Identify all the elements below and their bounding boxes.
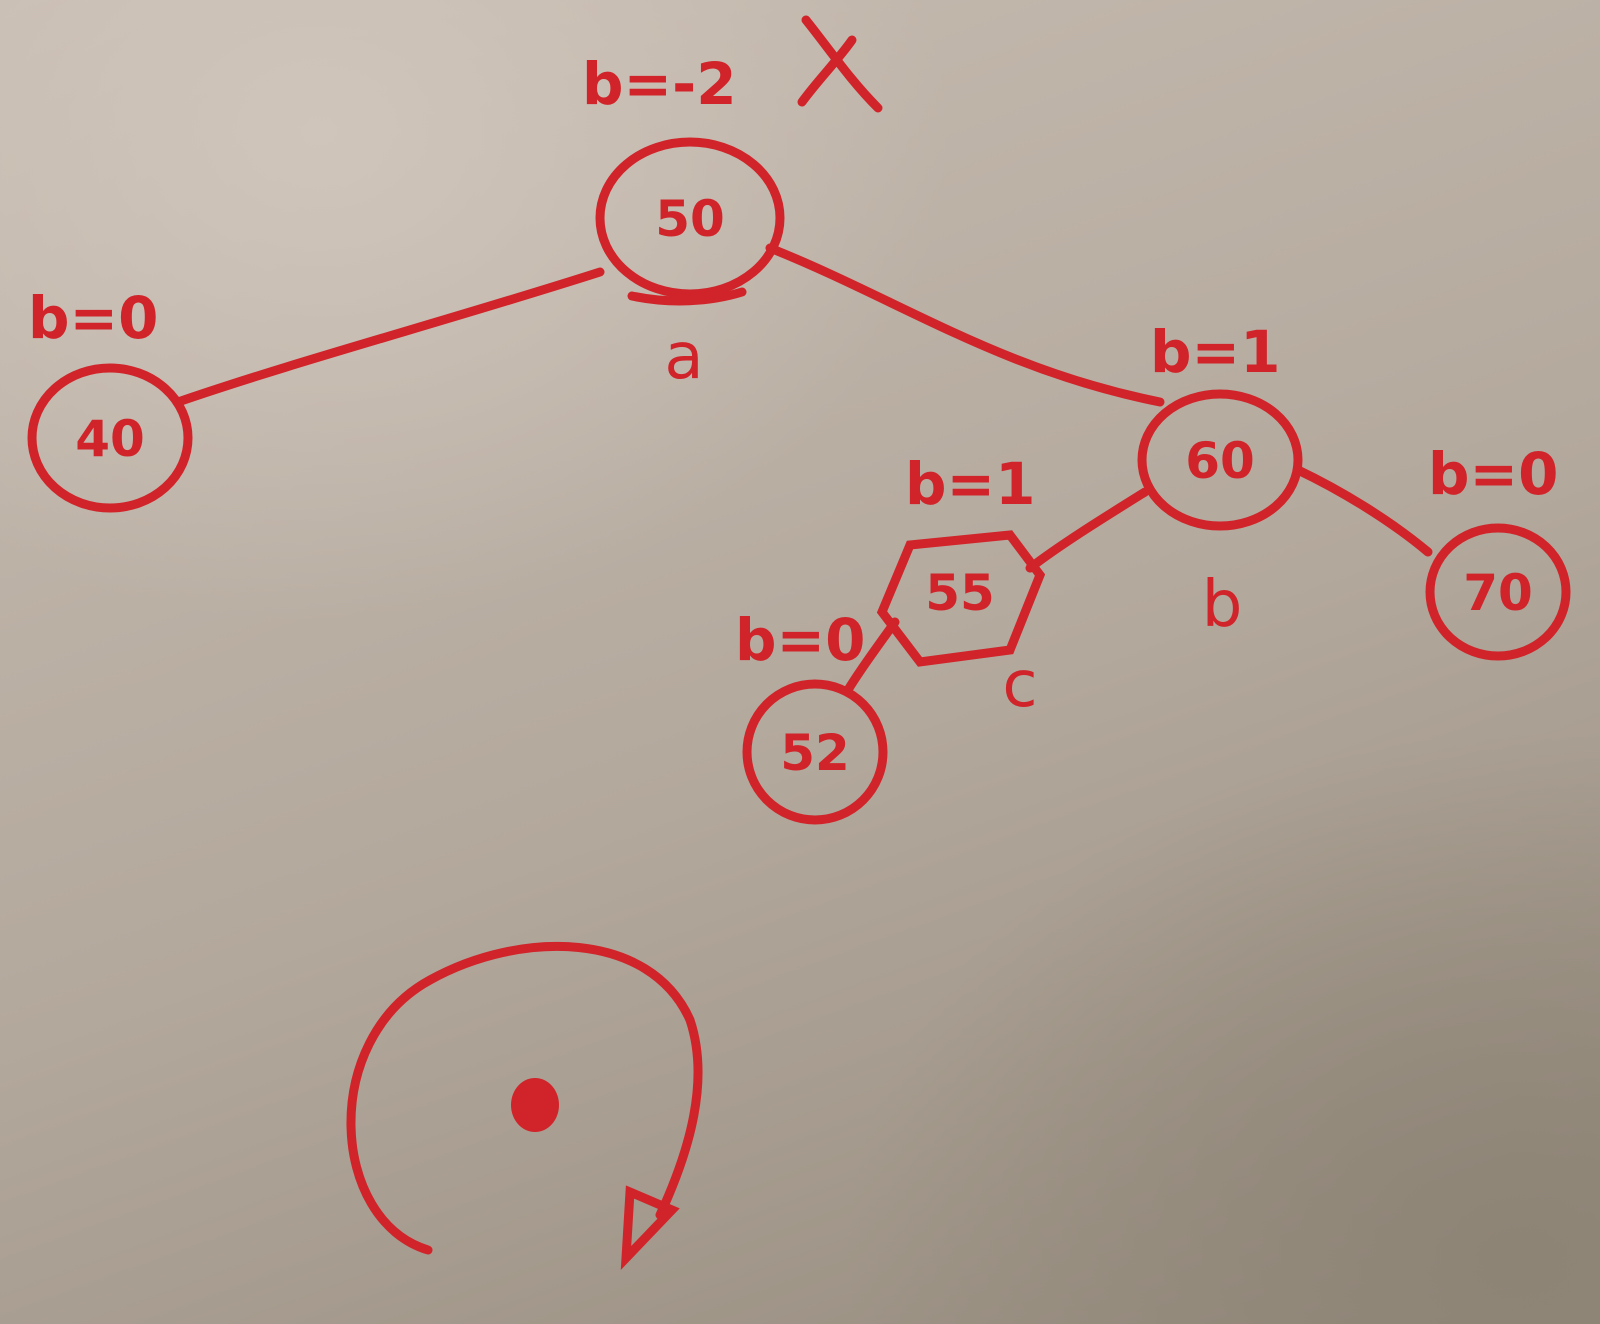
node-70-value: 70 bbox=[1463, 564, 1533, 622]
node-50-balance: b=-2 bbox=[582, 50, 737, 118]
node-70-balance: b=0 bbox=[1428, 440, 1558, 508]
node-70-circle bbox=[1425, 523, 1571, 661]
node-60-value: 60 bbox=[1185, 432, 1255, 490]
node-52-circle bbox=[742, 679, 888, 825]
node-50-value: 50 bbox=[655, 190, 725, 248]
node-60-letter: b bbox=[1202, 568, 1243, 642]
edge-50-40 bbox=[173, 267, 605, 407]
node-55-value: 55 bbox=[925, 564, 995, 622]
root-mark-x-stroke-2 bbox=[797, 35, 857, 107]
node-55-balance: b=1 bbox=[905, 450, 1035, 518]
node-50-underline bbox=[627, 287, 747, 306]
counterclockwise-rotation-arrow-icon bbox=[346, 941, 703, 1255]
node-40-circle bbox=[27, 363, 193, 513]
node-52-value: 52 bbox=[780, 724, 850, 782]
node-55-hexagon bbox=[876, 530, 1046, 667]
node-50-letter: a bbox=[664, 320, 703, 394]
rotation-center-dot bbox=[511, 1078, 559, 1132]
node-50-circle bbox=[595, 137, 785, 299]
edge-60-55 bbox=[1025, 487, 1150, 573]
edge-50-60 bbox=[765, 243, 1165, 407]
root-mark-x-stroke-1 bbox=[801, 15, 883, 113]
edge-60-70 bbox=[1293, 465, 1433, 557]
node-52-balance: b=0 bbox=[735, 606, 865, 674]
edge-55-52 bbox=[843, 617, 900, 695]
node-55-letter: c bbox=[1002, 648, 1037, 722]
node-40-value: 40 bbox=[75, 410, 145, 468]
node-40-balance: b=0 bbox=[28, 284, 158, 352]
rotation-arrowhead-icon bbox=[620, 1185, 680, 1270]
node-60-circle bbox=[1137, 389, 1303, 531]
node-60-balance: b=1 bbox=[1150, 318, 1280, 386]
